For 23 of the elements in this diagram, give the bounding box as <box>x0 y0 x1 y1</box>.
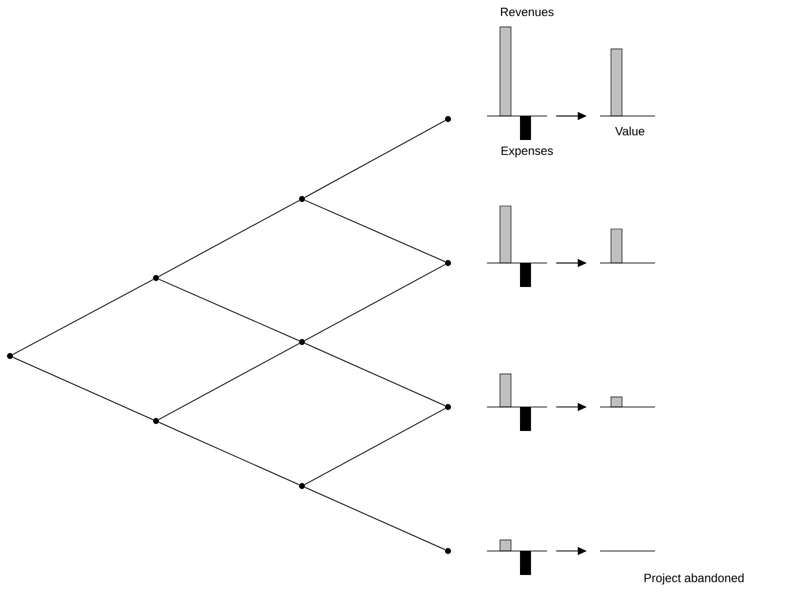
lattice-line <box>158 422 300 486</box>
chart-caption: Value <box>615 126 644 136</box>
bar-chart-drawing <box>486 540 548 575</box>
bar-chart-drawing <box>600 228 656 264</box>
chart-caption: Project abandoned <box>644 573 744 585</box>
bar-chart-drawing <box>600 48 656 116</box>
lattice-line <box>158 343 300 420</box>
lattice-line <box>304 200 446 262</box>
lattice-line <box>12 356 154 420</box>
lattice-line <box>158 278 300 342</box>
bar-chart-drawing <box>486 206 548 287</box>
bar-chart-drawing <box>600 396 656 408</box>
bar-chart-drawing <box>486 26 548 140</box>
lattice-line <box>304 408 446 485</box>
lattice-line <box>304 120 446 198</box>
lattice-line <box>304 342 446 406</box>
lattice-line <box>158 200 300 277</box>
lattice-line <box>12 279 154 355</box>
bar-chart-drawing <box>486 374 548 431</box>
chart-caption: Revenues <box>500 8 554 16</box>
lattice-line <box>304 486 446 550</box>
chart-caption: Expenses <box>502 146 553 158</box>
lattice-line <box>304 264 446 341</box>
